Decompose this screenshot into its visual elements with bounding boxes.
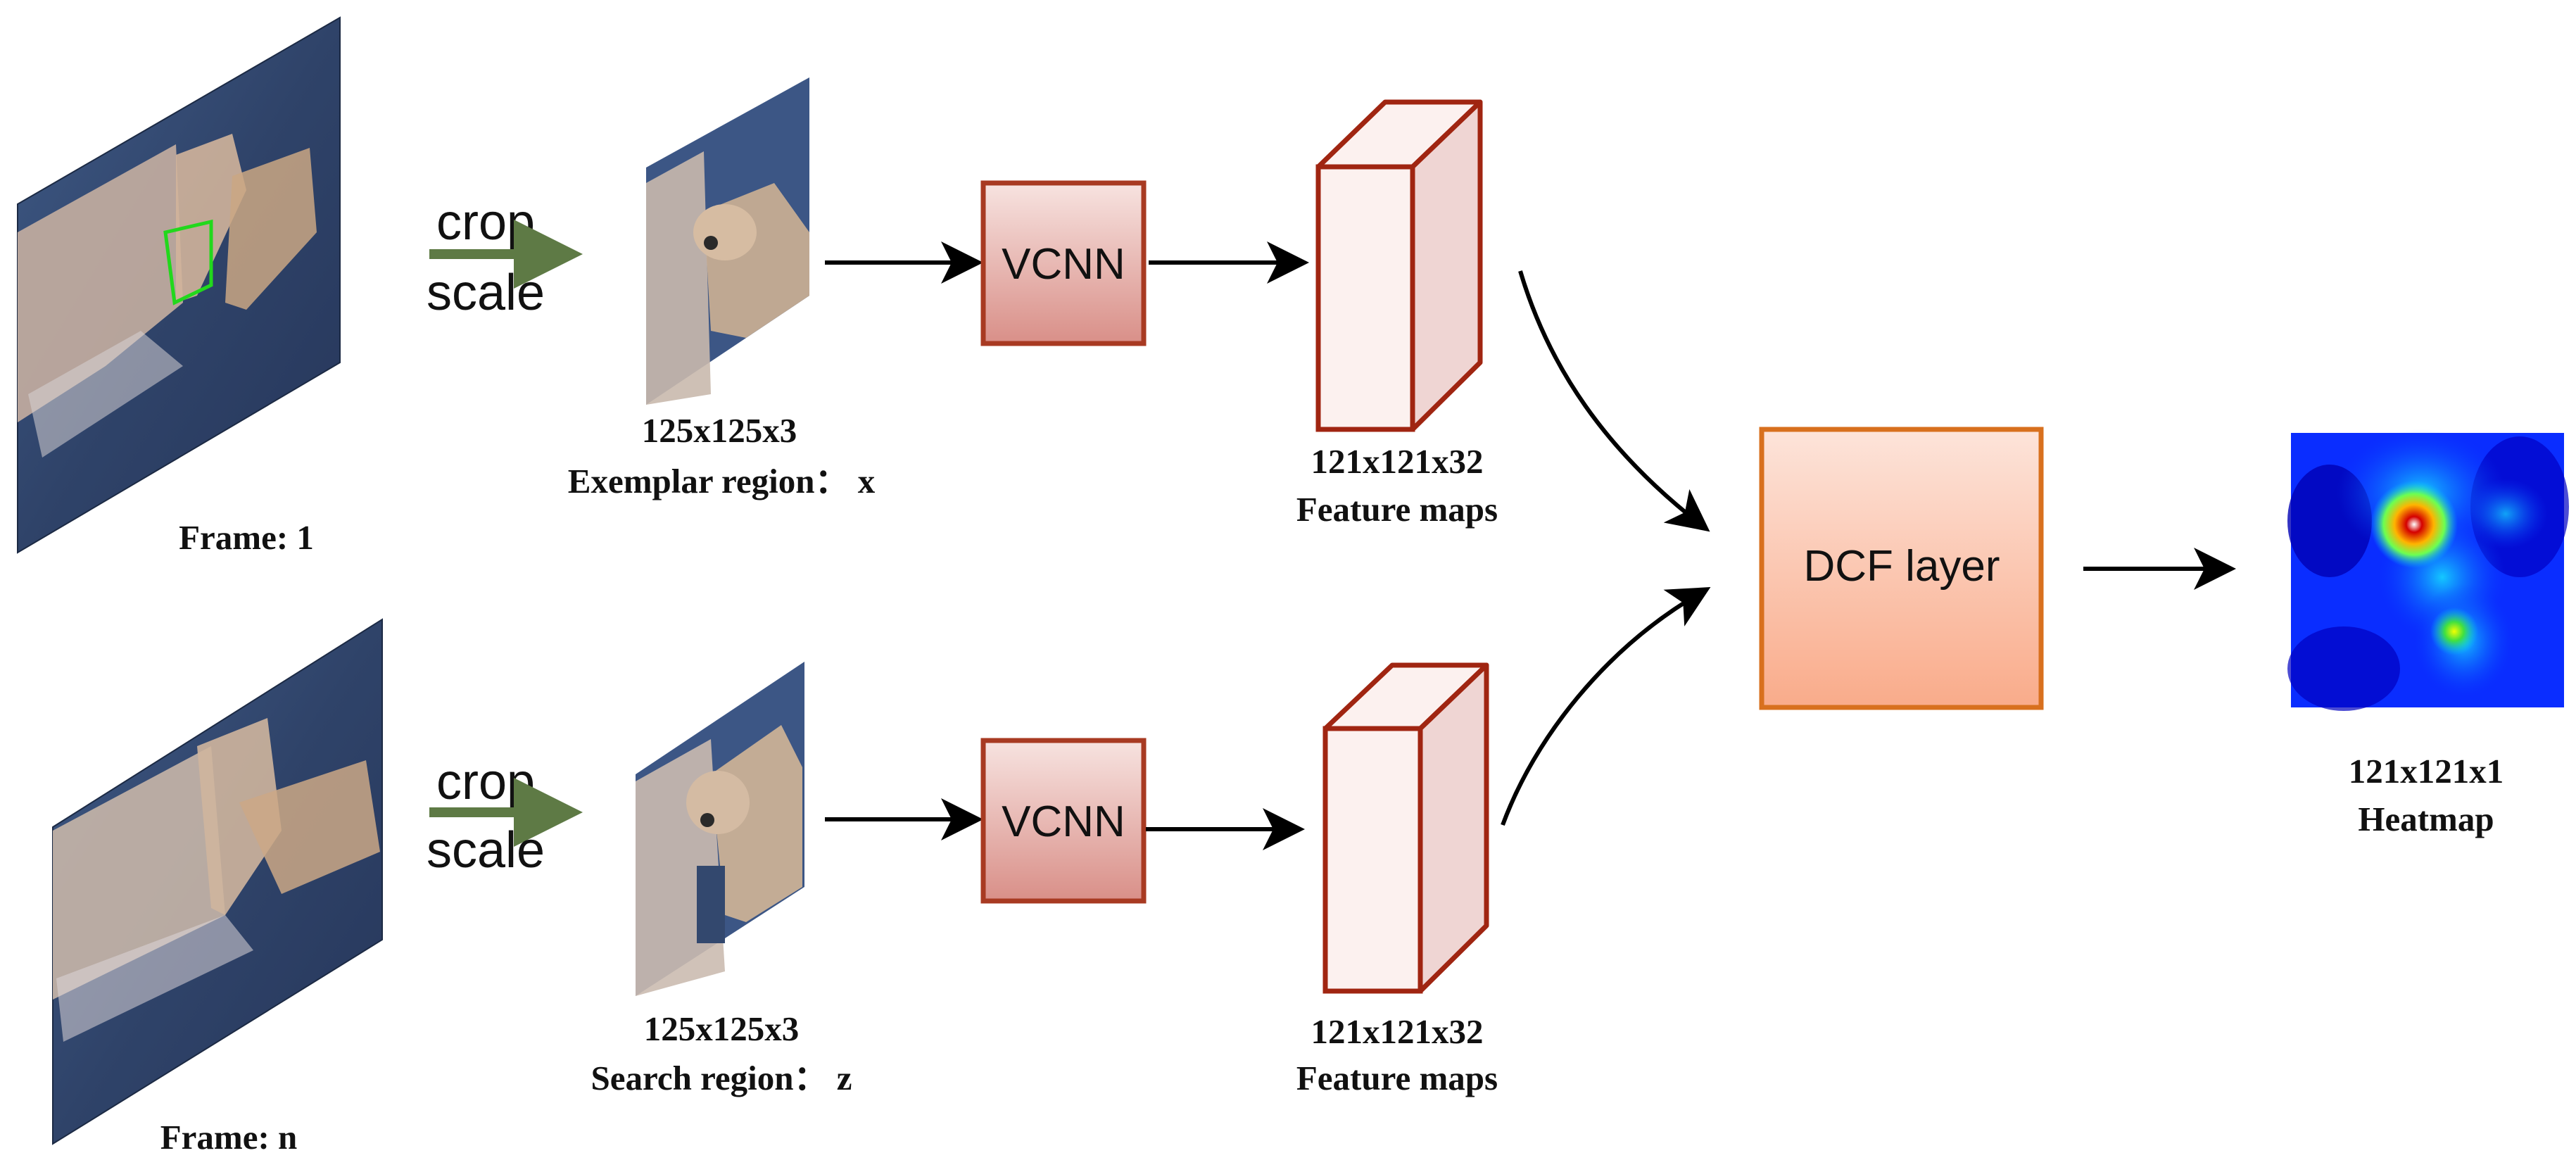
heatmap-size: 121x121x1: [2349, 752, 2504, 790]
feature-bottom-size: 121x121x32: [1311, 1012, 1484, 1051]
feature-top-label: Feature maps: [1296, 490, 1498, 529]
arrow-bottom-features-to-dcf: [1501, 587, 1711, 826]
exemplar-label: Exemplar region： x: [568, 462, 876, 500]
feature-maps-cube-top: [1315, 99, 1483, 432]
scale-word-bottom: scale: [427, 822, 545, 878]
feature-top-size: 121x121x32: [1311, 442, 1484, 481]
frame-1-image: [17, 16, 341, 554]
frame-1-label: Frame: 1: [179, 518, 314, 557]
scale-word-top: scale: [427, 265, 545, 321]
heatmap-label: Heatmap: [2358, 800, 2494, 838]
vcnn-top-label: VCNN: [1002, 240, 1125, 289]
dcf-layer-box: DCF layer: [1759, 427, 2044, 710]
dcf-layer-label: DCF layer: [1803, 542, 2000, 591]
crop-scale-arrow-bottom: crop scale: [427, 754, 583, 878]
vcnn-top: VCNN: [980, 180, 1147, 346]
search-region-image: [636, 662, 804, 996]
crop-word-top: crop: [436, 194, 535, 251]
exemplar-size: 125x125x3: [642, 411, 797, 450]
frame-n-label: Frame: n: [160, 1118, 298, 1157]
frame-n-image: [52, 618, 383, 1145]
feature-bottom-label: Feature maps: [1296, 1059, 1498, 1097]
heatmap-image: [2287, 429, 2569, 711]
target-bounding-box: [163, 219, 213, 305]
search-label: Search region： z: [591, 1059, 852, 1097]
vcnn-bottom: VCNN: [980, 738, 1147, 904]
vcnn-bottom-label: VCNN: [1002, 798, 1125, 846]
feature-maps-cube-bottom: [1322, 662, 1489, 994]
crop-scale-arrow-top: crop scale: [427, 194, 583, 321]
exemplar-region-image: [646, 77, 809, 405]
arrow-top-features-to-dcf: [1518, 270, 1710, 532]
search-size: 125x125x3: [644, 1009, 800, 1048]
crop-word-bottom: crop: [436, 754, 535, 810]
